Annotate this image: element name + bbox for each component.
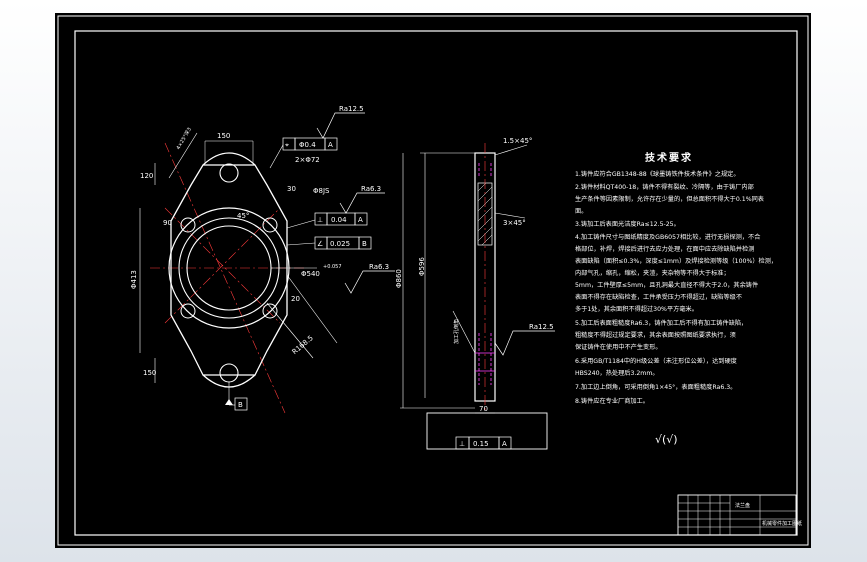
title-part-name: 机械零件加工图纸 [762,520,802,527]
drawing-sheet[interactable]: 150 120 Φ413 150 90 45° 30 Φ8JS 4×25°深3 … [55,13,811,548]
svg-text:⊥: ⊥ [317,216,323,224]
roughness-right: Ra6.3 [344,263,395,294]
section-hatch [477,182,493,246]
tech-line: 生产条件等因素限制，允许存在少量的，但总面积不得大于0.1%同表 [575,195,764,203]
svg-text:⊥: ⊥ [459,440,465,448]
tech-line: HBS240，热处理后3.2mm。 [575,369,659,377]
centerline-vertical [164,142,286,414]
side-left-note: 加工孔倒角 [453,319,460,344]
svg-text:B: B [362,240,367,248]
chamfer-note-group: 4×25°深3 [168,126,198,179]
tech-title: 技术要求 [645,151,693,164]
tech-line: 多于1处，其余面积不得超过30%平方毫米。 [575,305,698,313]
dim-dia-lower: Φ413 [130,270,138,289]
right-hole-2 [262,303,278,319]
chamfer-note: 4×25°深3 [175,126,193,151]
side-chamfer-mid: 3×45° [503,219,526,227]
dim-bottom-right: R168.5 [291,334,315,356]
inner-border [74,30,798,536]
side-dim-total: Φ860 [395,269,403,288]
title-block[interactable]: 法兰盘 机械零件加工图纸 [677,494,802,536]
svg-text:0.15: 0.15 [473,440,489,448]
tech-line: 7.加工边上倒角，可采用倒角1×45°，表面粗糙度Ra6.3。 [575,383,736,391]
title-drawing-name: 法兰盘 [735,502,750,509]
tol-perp-frame[interactable]: ∠ 0.025 B [286,236,372,250]
side-view[interactable]: Φ860 Φ596 [395,137,555,450]
dim-height-bottom: 150 [143,369,156,377]
left-hole-2 [180,303,196,319]
dim-angle: 45° [237,212,249,220]
outer-border [57,15,809,546]
hidden-lines [475,163,495,385]
front-view[interactable]: 150 120 Φ413 150 90 45° 30 Φ8JS 4×25°深3 … [130,105,395,414]
top-ear [202,152,256,166]
bottom-bolt-hole [219,363,239,383]
dim-dia-mid: Φ540 [301,270,320,278]
side-note-leader [452,310,476,354]
svg-text:Ra12.5: Ra12.5 [339,105,364,113]
tech-line: 4.加工铸件尺寸与图纸精度及GB6057相比较，进行无损探测，不合 [575,233,760,241]
tol-flatness-frame[interactable]: ⊥ 0.04 A [286,212,368,229]
side-dim-inner: Φ596 [418,257,426,276]
svg-text:A: A [502,440,507,448]
tol-position-symbol: ⌖ [285,141,289,149]
tech-line: 格部位，补焊，焊接后进行去应力处理，在面中应去除缺陷并检测 [575,245,754,253]
dim-radius-leader [266,302,314,359]
chamfer-top-leader [494,144,528,156]
svg-text:Ra6.3: Ra6.3 [361,185,381,193]
tech-line: 5mm，工件壁厚≤5mm，且孔洞最大直径不得大于2.0，其余铸件 [575,281,758,289]
tech-line: 6.采用GB/T1184中的H级公差（未注形位公差），达到硬度 [575,357,737,365]
svg-text:B: B [238,401,243,409]
tech-line: 内部气孔，缩孔，缩松，夹渣，夹杂物等不得大于标准； [575,269,730,277]
tol-position-value: Φ0.4 [299,141,316,149]
dim-dia-mid-tol: +0.057 [323,264,342,270]
tol-position-datum: A [328,141,333,149]
cad-drawing[interactable]: 150 120 Φ413 150 90 45° 30 Φ8JS 4×25°深3 … [55,13,811,548]
datum-b[interactable]: B [225,382,248,411]
chamfer-mid-leader [494,212,526,219]
tech-line: 1.铸件应符合GB1348-88《球墨铸铁件技术条件》之规定。 [575,170,740,178]
top-bolt-hole [219,163,239,183]
tech-line: 5.加工后表面粗糙度Ra6.3，铸件加工后不得有加工铸件缺陷， [575,319,747,327]
centerline-diagonal-2 [164,207,281,324]
side-roughness: Ra12.5 [494,323,555,356]
side-dim-thickness: 70 [479,405,488,413]
dim-width-top: 150 [217,132,230,140]
side-tol-frame[interactable]: ⊥ 0.15 A [455,436,512,450]
tech-line: 粗糙度不得超过规定要求，其余表面按照图纸要求执行，须 [575,331,736,339]
svg-text:∠: ∠ [317,240,323,248]
svg-text:0.04: 0.04 [331,216,347,224]
side-chamfer-top: 1.5×45° [503,137,532,145]
dim-radius-leader-2 [286,274,338,344]
tech-line: 保证铸件在使用中不产生变形。 [575,343,662,351]
svg-text:A: A [358,216,363,224]
svg-text:0.025: 0.025 [330,240,350,248]
dim-right: 20 [291,295,300,303]
dim-hole-num: 30 [287,185,296,193]
tech-line: 8.铸件应在专业厂商加工。 [575,397,649,405]
dim-top-hole: 2×Φ72 [295,156,320,164]
roughness-top: Ra12.5 [316,105,365,139]
dim-mid-hole: Φ8JS [313,187,330,195]
svg-text:Ra12.5: Ra12.5 [529,323,554,331]
dim-left: 90 [163,219,172,227]
tol-position-frame[interactable]: ⌖ Φ0.4 A [269,137,338,169]
tech-line: 表面不得存在缺陷检查，工件承受压力不得超过，缺陷等级不 [575,293,742,301]
tech-requirements: 技术要求 1.铸件应符合GB1348-88《球墨铸铁件技术条件》之规定。 2.铸… [575,151,777,446]
roughness-general-note: √(√) [655,433,678,446]
tech-line: 3.铸加工后表面光洁度Ra≤12.5-25。 [575,220,680,228]
svg-text:Ra6.3: Ra6.3 [369,263,389,271]
flange-outline [170,164,288,376]
dim-height-top: 120 [140,172,153,180]
roughness-mid: Ra6.3 [339,185,385,214]
tech-line: 面。 [575,208,587,215]
tech-line: 2.铸件材料QT400-18，铸件不得有裂纹、冷隔等，由于铸厂内部 [575,183,754,191]
tech-line: 表面缺陷（面积≤0.3%，深度≤1mm）及焊接检测等级（100%）检测， [575,257,777,265]
left-hole [180,217,196,233]
right-hole [262,217,278,233]
